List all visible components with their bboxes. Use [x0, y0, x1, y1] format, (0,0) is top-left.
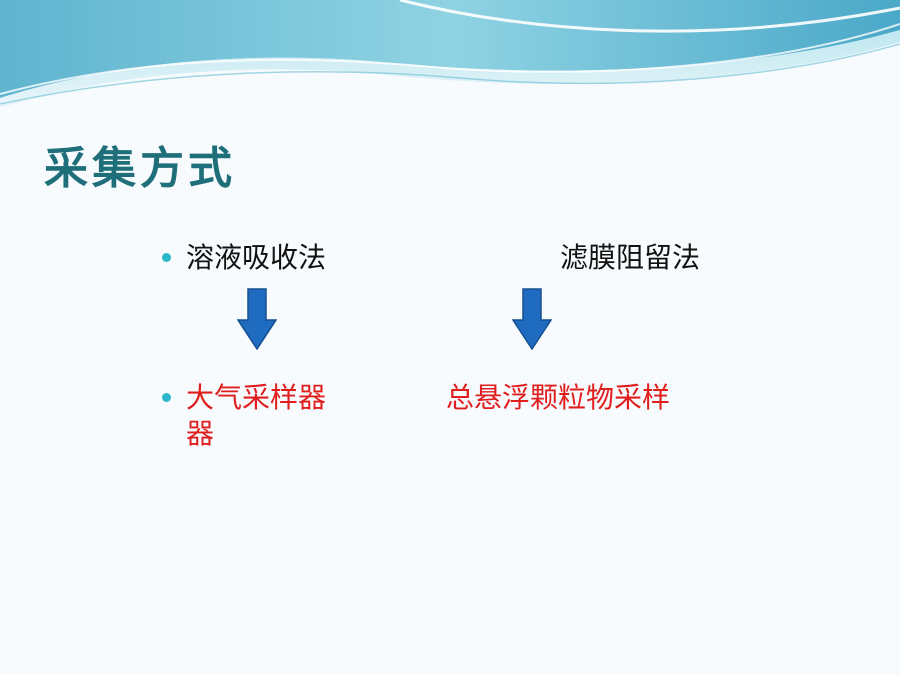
left-method-label: 溶液吸收法 — [186, 241, 327, 274]
left-device-label-continued: 器 — [186, 417, 215, 450]
right-method-label: 滤膜阻留法 — [560, 241, 701, 274]
down-arrow-icon — [512, 288, 552, 350]
bullet-dot-icon — [162, 393, 171, 402]
left-device-label: 大气采样器 — [186, 381, 327, 414]
right-device-label: 总悬浮颗粒物采样 — [446, 381, 671, 414]
down-arrow-icon — [237, 288, 277, 350]
bullet-dot-icon — [162, 253, 171, 262]
slide-title: 采集方式 — [44, 143, 236, 194]
header-wave-decoration — [0, 0, 900, 108]
